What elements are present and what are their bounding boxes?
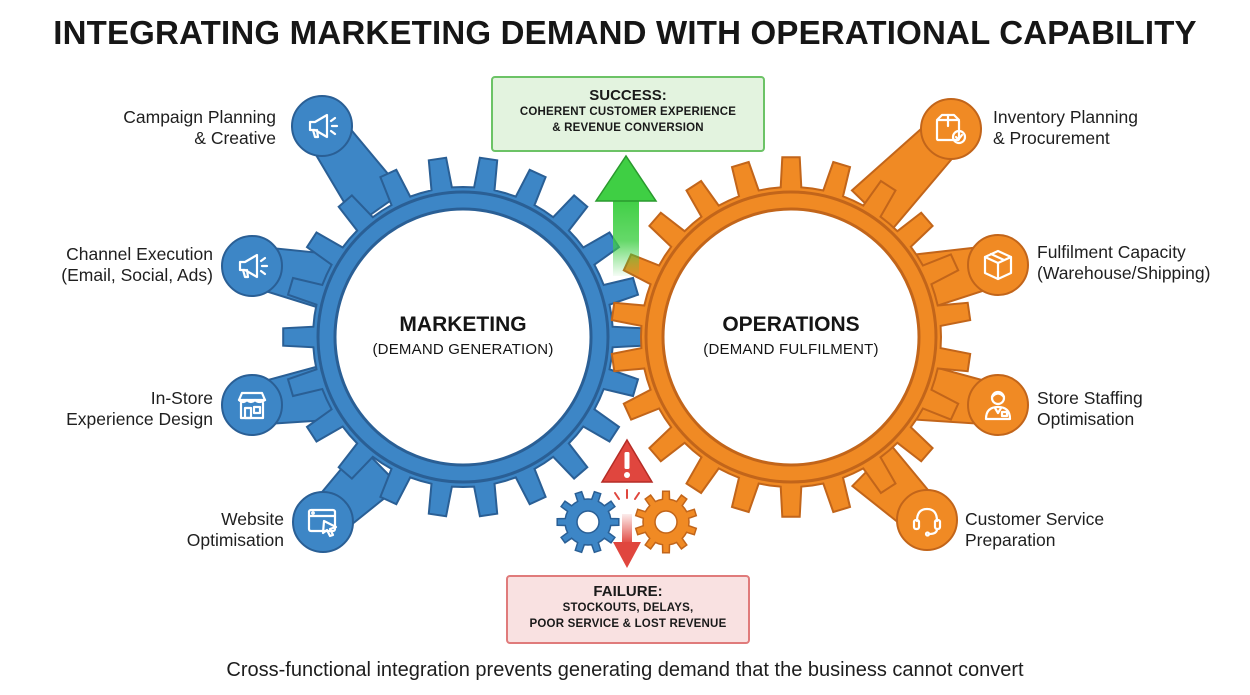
marketing-item-campaign: Campaign Planning & Creative	[123, 107, 276, 149]
item-line: In-Store	[150, 388, 213, 408]
failure-box: FAILURE: STOCKOUTS, DELAYS, POOR SERVICE…	[506, 575, 750, 644]
item-line: Website	[221, 509, 284, 529]
marketing-item-website: Website Optimisation	[187, 509, 284, 551]
staff-icon	[984, 390, 1012, 421]
operations-title: OPERATIONS	[722, 313, 860, 336]
success-title: SUCCESS:	[589, 87, 667, 104]
item-line: Experience Design	[66, 409, 213, 429]
operations-gear-center	[661, 207, 921, 467]
marketing-gear-center	[333, 207, 593, 467]
megaphone-icon	[238, 253, 269, 279]
arm-icon-badge	[920, 98, 982, 160]
marketing-item-instore: In-Store Experience Design	[66, 388, 213, 430]
operations-item-fulfilment: Fulfilment Capacity (Warehouse/Shipping)	[1037, 242, 1210, 284]
failure-line: POOR SERVICE & LOST REVENUE	[529, 618, 727, 630]
item-line: Optimisation	[186, 530, 284, 550]
operations-item-customer-service: Customer Service Preparation	[965, 509, 1104, 551]
item-line: Customer Service	[965, 509, 1105, 529]
small-blue-gear-icon	[556, 490, 620, 554]
item-line: Inventory Planning	[993, 107, 1138, 127]
item-line: & Creative	[194, 128, 276, 148]
package-icon	[983, 249, 1013, 281]
headset-icon	[912, 507, 942, 537]
item-line: & Procurement	[993, 128, 1110, 148]
operations-gear-rim	[644, 190, 938, 484]
item-line: Preparation	[965, 530, 1056, 550]
marketing-title: MARKETING	[399, 313, 527, 336]
item-line: (Email, Social, Ads)	[61, 265, 213, 285]
operations-subtitle: (DEMAND FULFILMENT)	[703, 341, 879, 358]
item-line: Fulfilment Capacity	[1037, 242, 1186, 262]
success-line: & REVENUE CONVERSION	[552, 122, 704, 134]
page-title: INTEGRATING MARKETING DEMAND WITH OPERAT…	[53, 14, 1197, 51]
item-line: Channel Execution	[66, 244, 213, 264]
success-box: SUCCESS: COHERENT CUSTOMER EXPERIENCE & …	[491, 76, 765, 152]
item-line: (Warehouse/Shipping)	[1037, 263, 1211, 283]
item-line: Optimisation	[1037, 409, 1135, 429]
spark-icon	[614, 489, 640, 500]
box-check-icon	[935, 113, 967, 145]
marketing-arms	[221, 95, 405, 553]
arm-icon-badge	[291, 95, 353, 157]
footer-caption: Cross-functional integration prevents ge…	[226, 659, 1024, 681]
marketing-subtitle: (DEMAND GENERATION)	[372, 341, 554, 358]
failure-arrow-icon	[613, 514, 641, 568]
operations-item-staffing: Store Staffing Optimisation	[1037, 388, 1143, 430]
megaphone-icon	[308, 113, 339, 139]
operations-item-inventory: Inventory Planning & Procurement	[993, 107, 1138, 149]
marketing-item-channel: Channel Execution (Email, Social, Ads)	[61, 244, 213, 286]
failure-line: STOCKOUTS, DELAYS,	[562, 602, 694, 614]
failure-title: FAILURE:	[593, 583, 663, 600]
arm-icon-badge	[221, 235, 283, 297]
success-line: COHERENT CUSTOMER EXPERIENCE	[519, 106, 737, 118]
warning-icon	[600, 438, 654, 483]
item-line: Campaign Planning	[123, 107, 276, 127]
arm-icon-badge	[221, 374, 283, 436]
marketing-gear-rim	[316, 190, 610, 484]
small-orange-gear-icon	[634, 490, 698, 554]
item-line: Store Staffing	[1037, 388, 1143, 408]
arm-icon-badge	[896, 489, 958, 551]
success-arrow-icon	[594, 154, 658, 276]
browser-cursor-icon	[307, 508, 338, 538]
storefront-icon	[237, 391, 267, 420]
